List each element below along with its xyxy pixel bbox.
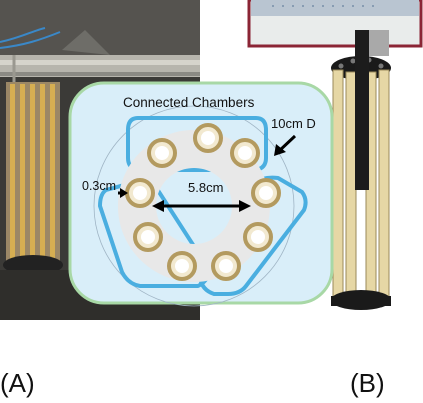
spacing-arrow-head-right	[239, 200, 251, 212]
tube	[167, 251, 197, 281]
wall-thickness-label: 0.3cm	[82, 179, 117, 193]
tube-ring	[125, 123, 281, 281]
tube	[243, 222, 273, 252]
diameter-arrow-head	[274, 144, 286, 156]
spacing-arrow-head-left	[152, 200, 164, 212]
tube	[230, 138, 260, 168]
dimension-arrows	[118, 134, 297, 212]
diagram-title: Connected Chambers	[123, 95, 255, 110]
tube	[211, 251, 241, 281]
spacing-label: 5.8cm	[188, 180, 224, 195]
guide-circle-outer	[93, 105, 295, 307]
diameter-label: 10cm D	[271, 116, 316, 131]
column-illustration	[247, 0, 423, 310]
tube	[193, 123, 223, 153]
tube	[251, 178, 281, 208]
panel-a-label: (A)	[0, 368, 35, 398]
tube	[133, 222, 163, 252]
tube	[125, 178, 155, 208]
tube	[147, 138, 177, 168]
panel-b-label: (B)	[350, 368, 385, 398]
wall-arrow-head	[120, 188, 128, 198]
